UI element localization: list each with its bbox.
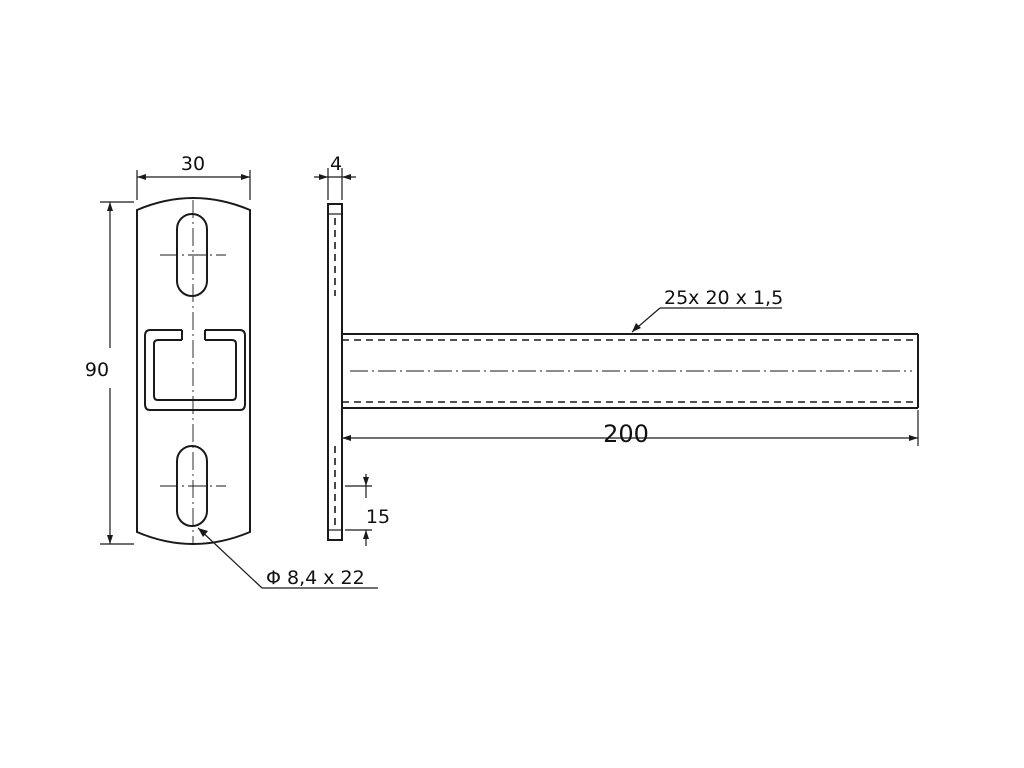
width-label: 30 <box>181 153 205 175</box>
width-dimension: 30 <box>136 153 251 200</box>
height-dimension: 90 <box>85 201 134 545</box>
plate-edge <box>327 203 343 541</box>
length-dimension: 200 <box>342 410 919 448</box>
thickness-dimension: 4 <box>314 153 356 200</box>
thickness-label: 4 <box>330 153 342 175</box>
height-label: 90 <box>85 359 109 381</box>
channel-profile-inner <box>153 339 237 401</box>
length-label: 200 <box>603 420 649 448</box>
channel-profile-outer <box>144 329 246 411</box>
plate-outline <box>136 197 251 545</box>
arm-tube <box>342 333 919 409</box>
profile-leader: 25x 20 x 1,5 <box>631 287 783 333</box>
hole-spacing-label: 15 <box>366 506 390 528</box>
profile-label: 25x 20 x 1,5 <box>664 287 783 309</box>
plate-front-view <box>136 197 251 545</box>
slot-size-label: Φ 8,4 x 22 <box>266 567 365 589</box>
hole-spacing-dimension: 15 <box>345 474 390 546</box>
plate-side-view <box>327 203 343 541</box>
slot-leader: Φ 8,4 x 22 <box>197 527 378 589</box>
